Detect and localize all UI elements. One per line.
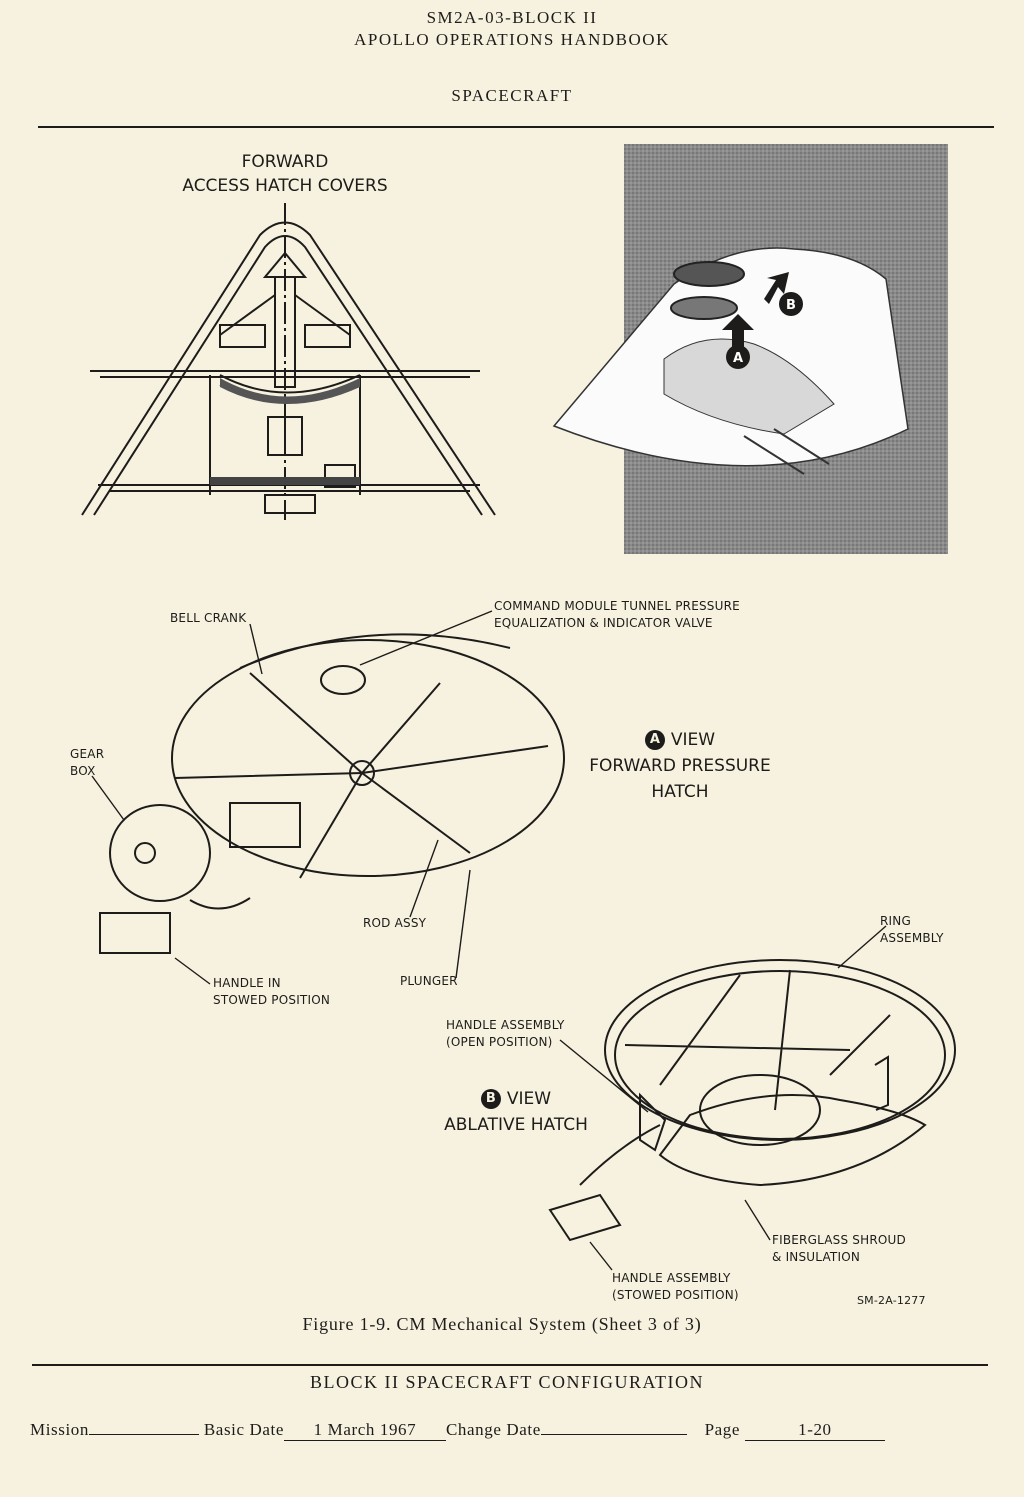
command-module-photo: A B xyxy=(552,144,948,554)
figure-caption: Figure 1-9. CM Mechanical System (Sheet … xyxy=(302,1314,702,1334)
badge-b-photo: B xyxy=(786,298,796,313)
badge-a-photo: A xyxy=(733,351,743,366)
ablative-hatch-drawing xyxy=(548,959,956,1242)
forward-hatch-label: FORWARD ACCESS HATCH COVERS xyxy=(182,152,388,196)
view-a-word: VIEW xyxy=(670,730,716,750)
handbook-title: APOLLO OPERATIONS HANDBOOK xyxy=(354,30,670,49)
label-fiberglass: FIBERGLASS SHROUD & INSULATION xyxy=(772,1233,906,1264)
view-b-word: VIEW xyxy=(506,1089,552,1109)
footer-rule xyxy=(32,1364,988,1366)
view-b-title: ABLATIVE HATCH xyxy=(444,1115,588,1135)
basic-date-label: Basic Date xyxy=(203,1420,284,1439)
label-ring-assembly: RING ASSEMBLY xyxy=(880,914,944,945)
label-handle-stowed: HANDLE IN STOWED POSITION xyxy=(213,976,331,1007)
label-handle-open: HANDLE ASSEMBLY (OPEN POSITION) xyxy=(446,1018,565,1049)
badge-b: B xyxy=(480,1089,501,1109)
badge-a: A xyxy=(644,730,665,750)
mission-value xyxy=(89,1434,199,1435)
document-id: SM2A-03-BLOCK II xyxy=(426,8,598,27)
footer-config: BLOCK II SPACECRAFT CONFIGURATION xyxy=(309,1372,705,1392)
label-gear-box: GEAR BOX xyxy=(70,747,105,778)
forward-hatch-cross-section-drawing xyxy=(81,203,496,520)
label-rod-assy: ROD ASSY xyxy=(363,916,427,930)
label-handle-assembly-stowed: HANDLE ASSEMBLY (STOWED POSITION) xyxy=(612,1271,739,1302)
change-date-label: Change Date xyxy=(445,1420,541,1439)
drawing-number: SM-2A-1277 xyxy=(857,1294,926,1307)
section-title: SPACECRAFT xyxy=(451,86,573,105)
label-bell-crank: BELL CRANK xyxy=(170,611,247,625)
mission-label: Mission xyxy=(30,1420,89,1439)
view-a-title: FORWARD PRESSURE HATCH xyxy=(589,756,771,802)
page-value: 1-20 xyxy=(744,1420,885,1441)
header-rule xyxy=(38,126,994,128)
forward-pressure-hatch-drawing xyxy=(99,633,565,954)
basic-date-value: 1 March 1967 xyxy=(283,1420,446,1441)
label-tunnel-valve: COMMAND MODULE TUNNEL PRESSURE EQUALIZAT… xyxy=(494,599,740,630)
label-plunger: PLUNGER xyxy=(400,974,458,988)
page-label: Page xyxy=(704,1420,741,1439)
change-date-value xyxy=(540,1434,687,1435)
